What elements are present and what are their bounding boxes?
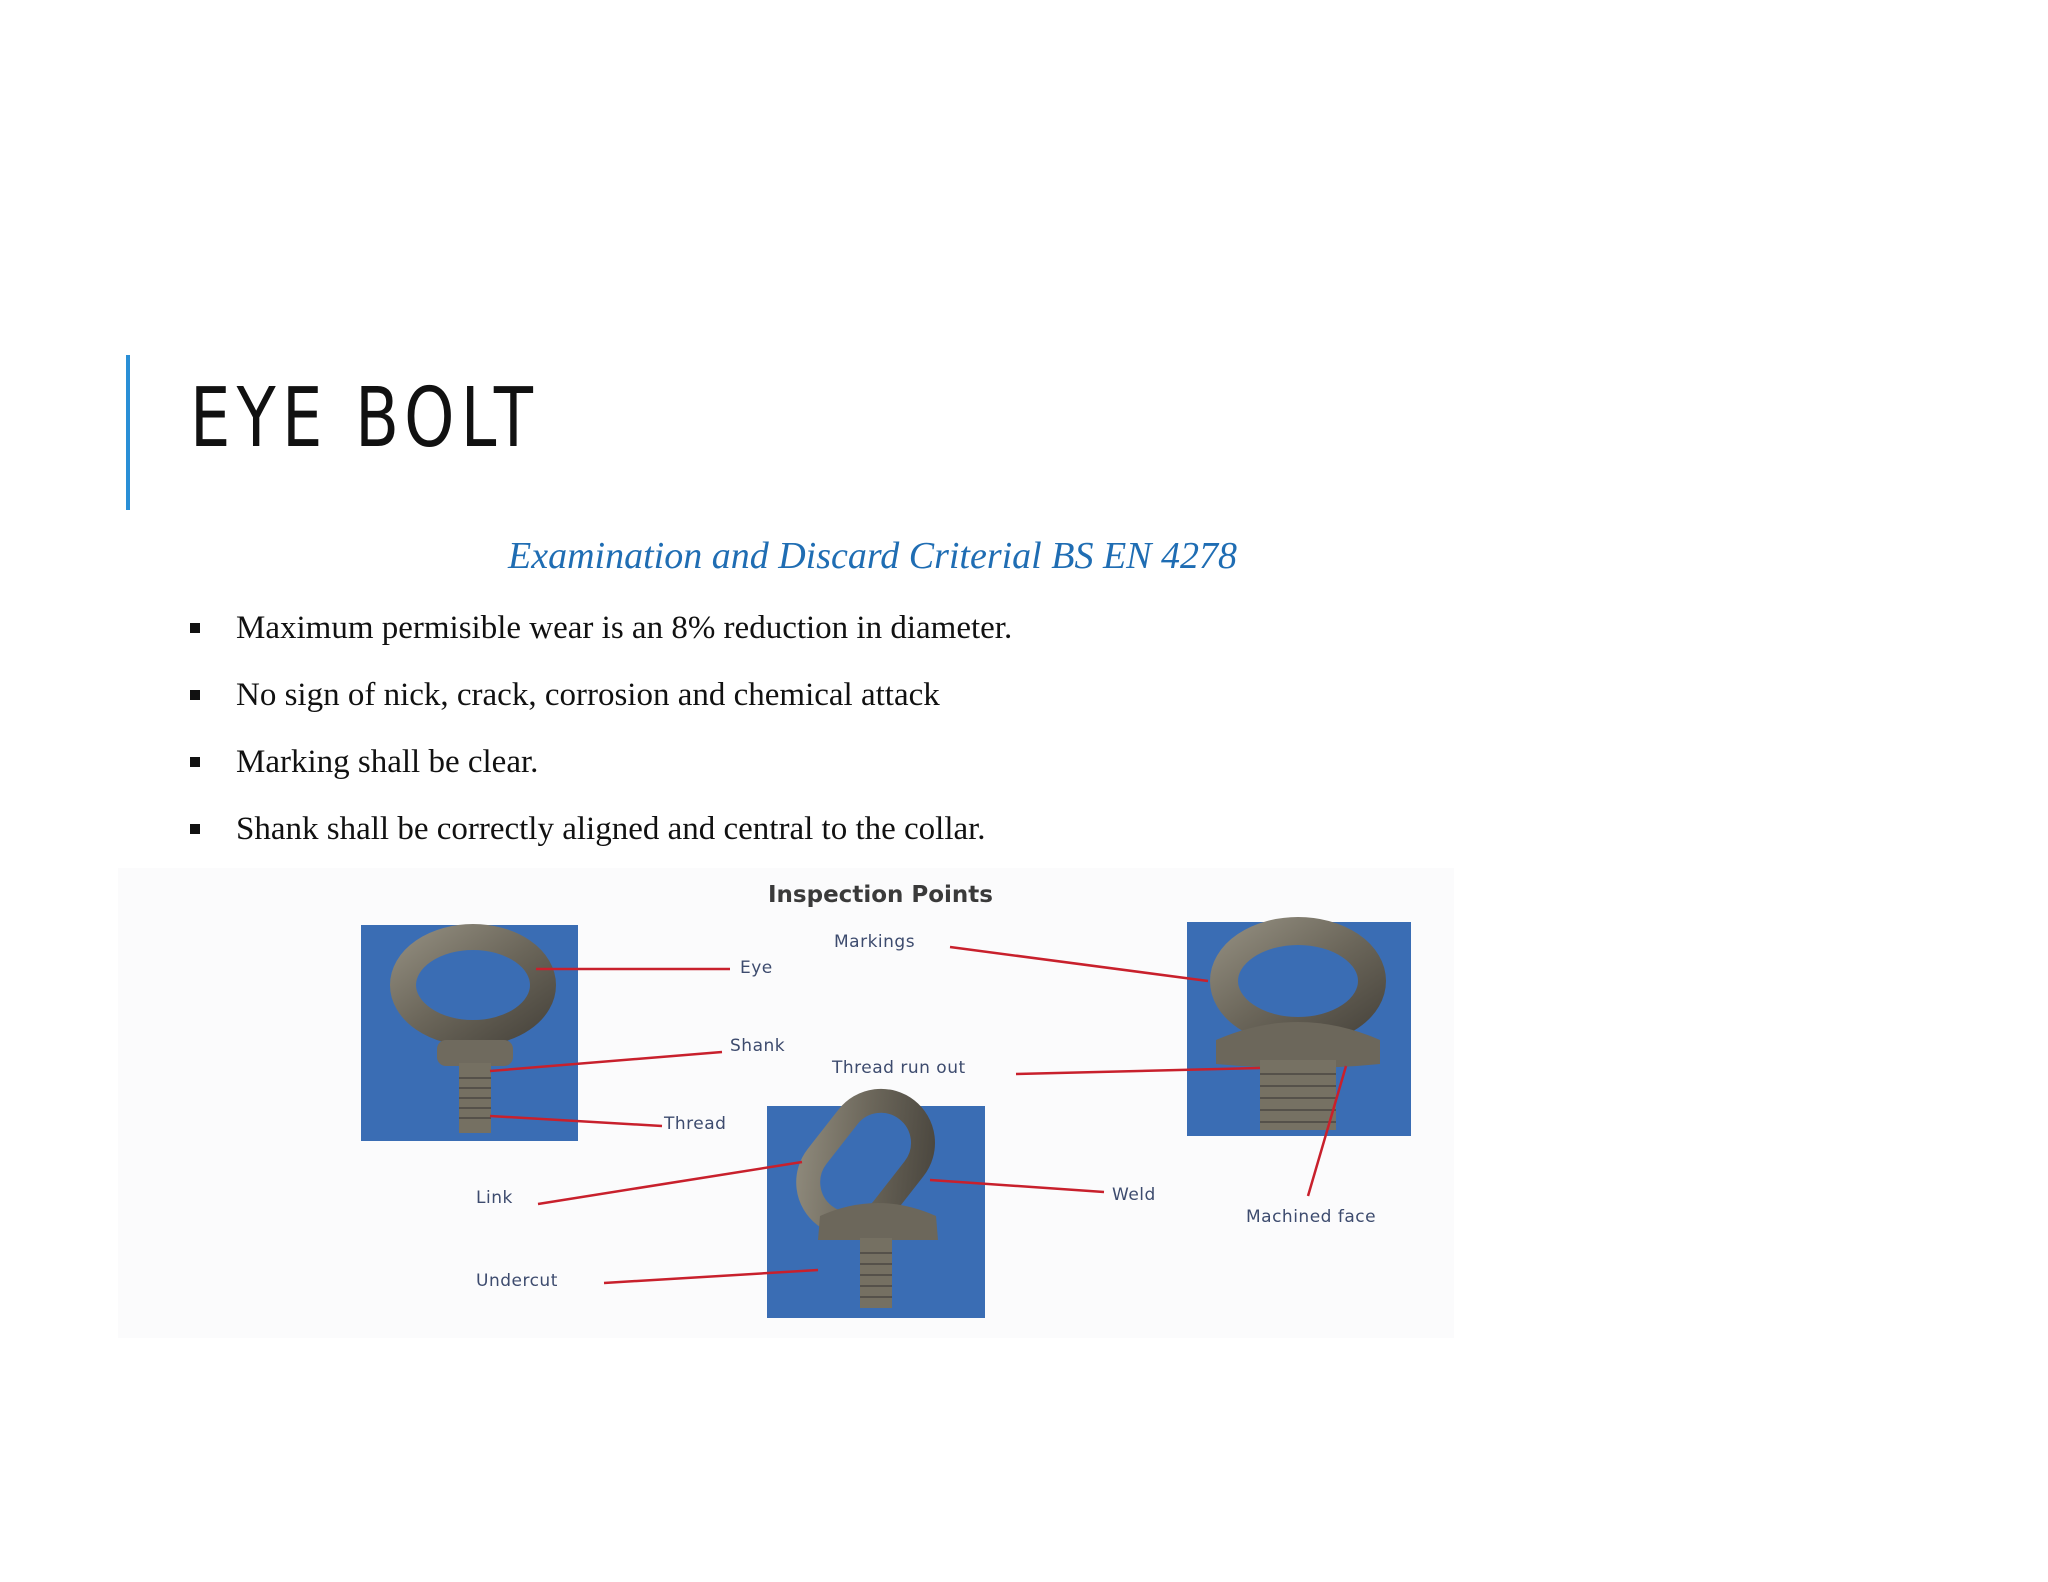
list-item: Shank shall be correctly aligned and cen… bbox=[190, 809, 1012, 876]
callout-eye: Eye bbox=[740, 958, 773, 978]
link-base bbox=[818, 1203, 938, 1240]
callout-link: Link bbox=[476, 1188, 513, 1208]
collared-thread-lines bbox=[1260, 1073, 1336, 1123]
thread-leader bbox=[489, 1114, 663, 1128]
list-item-text: Marking shall be clear. bbox=[236, 744, 539, 780]
inspection-points-figure: Inspection Points Eye Shank Thread Marki… bbox=[118, 868, 1454, 1338]
title-accent-bar bbox=[126, 355, 130, 510]
list-item: Marking shall be clear. bbox=[190, 742, 1012, 809]
link-leader bbox=[537, 1160, 803, 1206]
callout-leader-lines bbox=[489, 945, 1348, 1285]
link-thread-lines bbox=[860, 1252, 892, 1298]
shank-leader bbox=[489, 1050, 723, 1073]
callout-shank: Shank bbox=[730, 1036, 786, 1056]
criteria-list: Maximum permisible wear is an 8% reducti… bbox=[190, 608, 1012, 876]
eye-bolt-photo bbox=[361, 924, 578, 1141]
list-item-text: Shank shall be correctly aligned and cen… bbox=[236, 811, 986, 847]
collar-body bbox=[1216, 1022, 1380, 1068]
inspection-diagram bbox=[361, 917, 1411, 1318]
callout-undercut: Undercut bbox=[476, 1271, 558, 1291]
undercut-leader bbox=[603, 1268, 819, 1285]
callout-thread-run-out: Thread run out bbox=[832, 1058, 966, 1078]
thread-lines bbox=[459, 1077, 491, 1119]
list-item-text: Maximum permisible wear is an 8% reducti… bbox=[236, 610, 1013, 646]
collared-shank bbox=[1260, 1060, 1336, 1130]
callout-markings: Markings bbox=[834, 932, 916, 952]
list-item-text: No sign of nick, crack, corrosion and ch… bbox=[236, 677, 940, 713]
markings-leader bbox=[949, 945, 1209, 983]
callout-thread: Thread bbox=[664, 1114, 727, 1134]
square-bullet-icon bbox=[190, 757, 200, 767]
eye-ring bbox=[390, 924, 556, 1046]
link-eye-bolt-photo bbox=[767, 1088, 985, 1318]
weld-leader bbox=[929, 1178, 1105, 1194]
list-item: Maximum permisible wear is an 8% reducti… bbox=[190, 608, 1012, 675]
square-bullet-icon bbox=[190, 690, 200, 700]
list-item: No sign of nick, crack, corrosion and ch… bbox=[190, 675, 1012, 742]
slide-title: EYE BOLT bbox=[190, 371, 540, 466]
collared-eye-bolt-photo bbox=[1187, 917, 1411, 1136]
figure-title: Inspection Points bbox=[768, 882, 993, 908]
thread-run-out-leader bbox=[1015, 1066, 1261, 1076]
slide-subtitle: Examination and Discard Criterial BS EN … bbox=[508, 535, 1238, 577]
collar bbox=[437, 1040, 513, 1066]
square-bullet-icon bbox=[190, 623, 200, 633]
callout-weld: Weld bbox=[1112, 1185, 1156, 1205]
square-bullet-icon bbox=[190, 824, 200, 834]
machined-face-leader bbox=[1306, 1065, 1348, 1197]
callout-machined-face: Machined face bbox=[1246, 1207, 1377, 1227]
